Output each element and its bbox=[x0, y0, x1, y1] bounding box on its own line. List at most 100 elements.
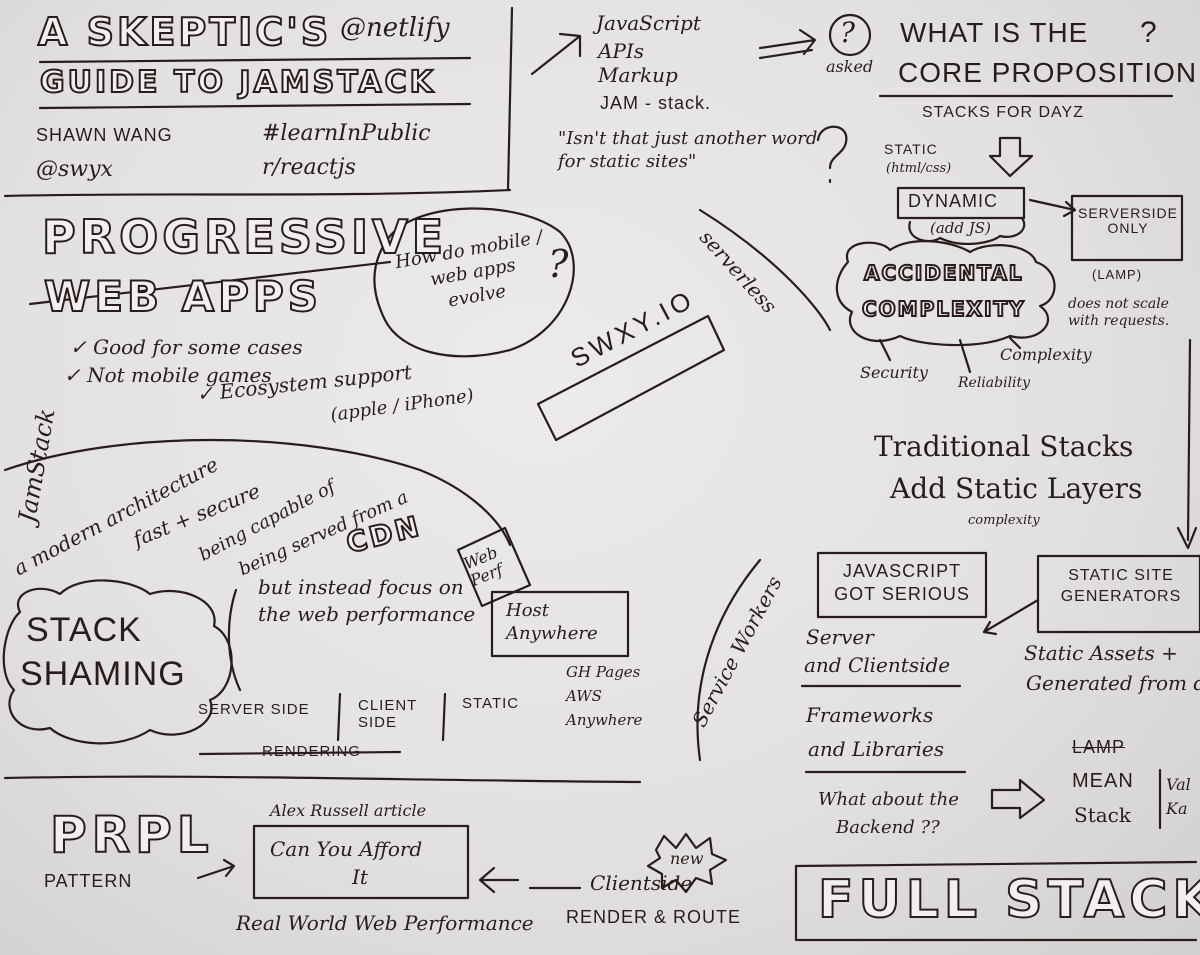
speaker-handle: @swyx bbox=[36, 157, 113, 182]
prpl-arrow bbox=[196, 858, 236, 880]
server-line: Server bbox=[806, 625, 874, 649]
js-serious-label: JAVASCRIPT GOT SERIOUS bbox=[834, 561, 970, 604]
full-stack-frame bbox=[794, 860, 1198, 942]
static-quote: "Isn't that just another word for static… bbox=[558, 128, 818, 172]
arrow-ssg-js bbox=[982, 598, 1040, 636]
evolve-question-mark: ? bbox=[548, 242, 569, 286]
rendering-underline bbox=[198, 750, 402, 756]
webperf-box bbox=[456, 526, 532, 608]
rendering-label: RENDERING bbox=[262, 743, 362, 760]
static-down-arrow bbox=[988, 136, 1034, 178]
accidental-line-1: ACCIDENTAL bbox=[863, 261, 1024, 285]
host-anywhere-label: Host Anywhere bbox=[506, 600, 598, 644]
jam-markup: Markup bbox=[598, 63, 678, 87]
new-star bbox=[646, 832, 728, 894]
lamp-label: (LAMP) bbox=[1092, 267, 1143, 282]
stack-shaming-2: SHAMING bbox=[20, 655, 186, 693]
add-js-label: (add JS) bbox=[930, 219, 991, 237]
frameworks-line: Frameworks bbox=[806, 703, 934, 727]
host-box bbox=[490, 590, 630, 658]
render-divider-1 bbox=[336, 692, 342, 742]
speaker-name: SHAWN WANG bbox=[36, 125, 173, 145]
pwa-item-1-text: Good for some cases bbox=[93, 335, 303, 359]
clientside-label: Clientside bbox=[590, 871, 693, 895]
divider-header bbox=[3, 188, 512, 198]
asked-label: asked bbox=[826, 57, 874, 76]
instead-text: but instead focus on the web performance bbox=[258, 575, 476, 626]
accidental-cloud bbox=[835, 240, 1056, 347]
stack-cut-1: Val bbox=[1166, 775, 1191, 794]
does-not-scale: does not scale with requests. bbox=[1068, 296, 1170, 329]
static-assets-1: Static Assets + bbox=[1024, 641, 1178, 665]
service-workers-arc bbox=[696, 558, 762, 762]
traditional-complexity: complexity bbox=[968, 513, 1040, 528]
stack-word: Stack bbox=[1074, 803, 1131, 827]
dynamic-box bbox=[896, 186, 1026, 220]
hashtag: #learnInPublic bbox=[262, 121, 431, 146]
afford-line-2: It bbox=[352, 865, 368, 889]
serverside-only-label: SERVERSIDE ONLY bbox=[1078, 205, 1178, 237]
evolve-circle bbox=[373, 207, 575, 358]
render-client: CLIENT SIDE bbox=[358, 697, 418, 731]
render-route: RENDER & ROUTE bbox=[566, 907, 742, 927]
backend-line-2: Backend ?? bbox=[836, 817, 940, 838]
complexity-label: Complexity bbox=[1000, 345, 1092, 364]
render-divider-2 bbox=[441, 692, 447, 742]
js-serious-box bbox=[816, 551, 988, 619]
jam-stack: JAM - stack. bbox=[600, 93, 712, 113]
full-stack-title: FULL STACK bbox=[817, 870, 1200, 930]
title-line-2: GUIDE TO JAMSTACK bbox=[39, 65, 436, 100]
divider-title bbox=[38, 56, 472, 64]
afford-box bbox=[252, 824, 470, 900]
swxy-box bbox=[536, 314, 726, 442]
libraries-line: and Libraries bbox=[808, 737, 944, 761]
host-handle: @netlify bbox=[340, 13, 450, 43]
accidental-branches bbox=[878, 336, 1022, 374]
arrow-to-question bbox=[758, 28, 817, 60]
add-js-cloud bbox=[908, 216, 1026, 246]
core-question: ? bbox=[1140, 16, 1158, 49]
subreddit: r/reactjs bbox=[262, 155, 356, 180]
arrow-client-afford bbox=[478, 866, 520, 894]
serverside-box bbox=[1070, 194, 1184, 262]
clientside-line: and Clientside bbox=[804, 653, 951, 677]
jam-js: JavaScript bbox=[596, 11, 701, 35]
accidental-line-2: COMPLEXITY bbox=[861, 297, 1026, 321]
pwa-item-2-text: Not mobile games bbox=[87, 363, 272, 387]
real-world-perf: Real World Web Performance bbox=[236, 911, 534, 935]
mean-stack: MEAN bbox=[1072, 770, 1134, 792]
divider-bottom bbox=[3, 775, 642, 784]
stack-shaming-1: STACK bbox=[26, 611, 142, 649]
pwa-line-1: PROGRESSIVE bbox=[41, 210, 448, 264]
russell-article: Alex Russell article bbox=[270, 801, 427, 820]
dynamic-label: DYNAMIC bbox=[908, 191, 999, 211]
render-static: STATIC bbox=[462, 695, 520, 712]
pwa-line-2: WEB APPS bbox=[43, 272, 322, 321]
prpl-title: PRPL bbox=[49, 806, 214, 864]
security-label: Security bbox=[860, 363, 928, 382]
host-gh-pages: GH Pages bbox=[566, 663, 641, 681]
afford-line-1: Can You Afford bbox=[270, 837, 423, 861]
traditional-line-1: Traditional Stacks bbox=[874, 430, 1134, 463]
reliability-label: Reliability bbox=[958, 375, 1031, 391]
question-circle bbox=[828, 13, 872, 57]
static-assets-2: Generated from da bbox=[1026, 671, 1200, 695]
core-line-1: WHAT IS THE bbox=[900, 17, 1089, 48]
question-circle-mark: ? bbox=[840, 16, 856, 49]
new-badge: new bbox=[670, 849, 704, 868]
stack-shaming-cloud bbox=[2, 579, 233, 745]
stack-cut-2: Ka bbox=[1166, 799, 1188, 818]
static-label: STATIC bbox=[884, 141, 938, 157]
stacks-for-dayz: STACKS FOR DAYZ bbox=[922, 104, 1084, 121]
jam-apis: APIs bbox=[598, 39, 645, 63]
quote-question-mark bbox=[816, 125, 848, 184]
jamstack-arc bbox=[3, 438, 512, 547]
backend-line-1: What about the bbox=[818, 789, 959, 810]
render-server: SERVER SIDE bbox=[198, 701, 310, 718]
host-anywhere: Anywhere bbox=[566, 711, 643, 729]
pwa-line bbox=[28, 260, 392, 306]
core-line-2: CORE PROPOSITION bbox=[898, 57, 1198, 88]
arrow-to-mean bbox=[990, 778, 1046, 820]
